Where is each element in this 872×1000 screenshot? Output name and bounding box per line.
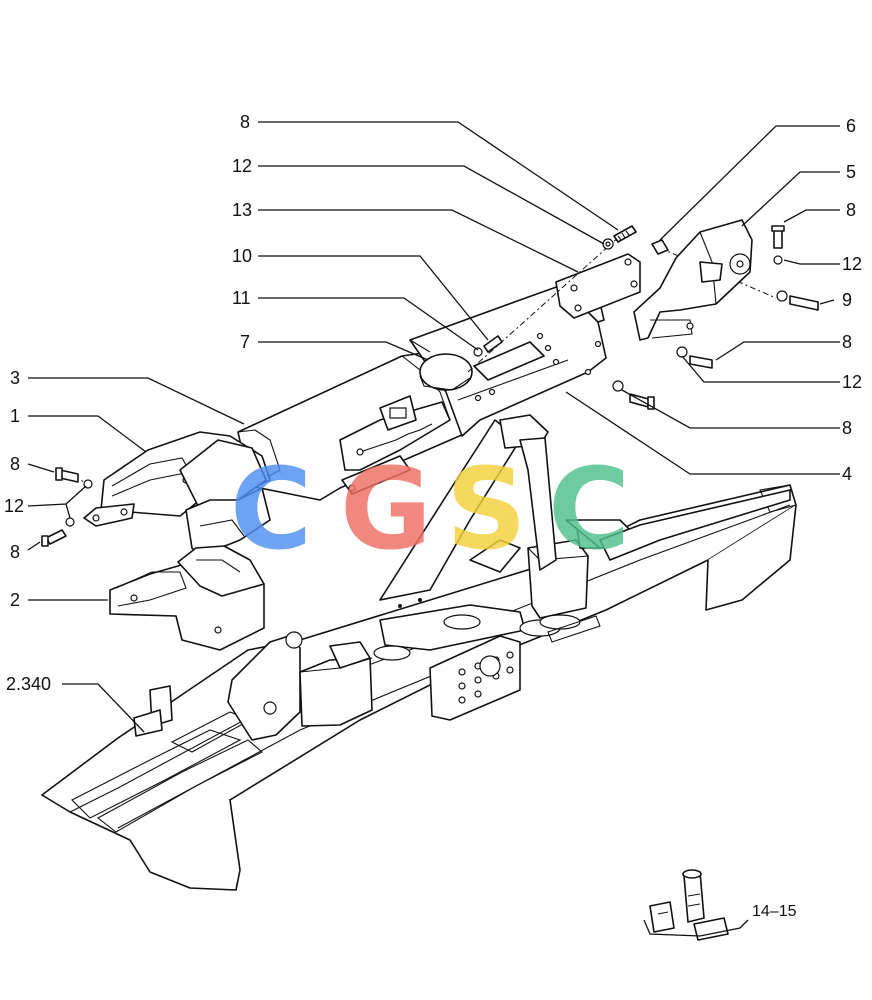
spacer-6 xyxy=(651,239,669,255)
watermark-letter-c2: C xyxy=(548,445,630,575)
round-cover-7 xyxy=(419,353,473,391)
callout-8-right-a: 8 xyxy=(846,200,856,220)
callout-8-left-b: 8 xyxy=(10,542,20,562)
callout-7: 7 xyxy=(240,332,250,352)
callout-8-left-a: 8 xyxy=(10,454,20,474)
callout-2: 2 xyxy=(10,590,20,610)
toolbox-icon xyxy=(643,869,749,941)
callout-11: 11 xyxy=(232,288,251,308)
leader-lines xyxy=(27,121,840,733)
callout-6: 6 xyxy=(846,116,856,136)
column-housing-3 xyxy=(237,351,465,501)
callout-1: 1 xyxy=(10,406,20,426)
watermark-letter-c1: C xyxy=(230,445,312,575)
callout-8-top: 8 xyxy=(240,112,250,132)
callout-labels: 8 12 13 10 11 7 3 1 8 12 8 2 2.340 6 5 8… xyxy=(4,112,862,694)
main-frame-2340 xyxy=(41,414,797,891)
watermark-letter-s: S xyxy=(446,445,527,575)
dash-shroud-5 xyxy=(633,219,753,341)
callout-5: 5 xyxy=(846,162,856,182)
watermark: C G S C xyxy=(230,445,630,575)
callout-12-right-a: 12 xyxy=(842,254,862,274)
callout-10: 10 xyxy=(232,246,252,266)
hardware-bolts xyxy=(41,225,819,547)
page-ref-label: 14–15 xyxy=(752,903,797,920)
callout-4: 4 xyxy=(842,464,852,484)
watermark-letter-g: G xyxy=(340,445,432,575)
callout-13: 13 xyxy=(232,200,252,220)
callout-12-left: 12 xyxy=(4,496,24,516)
callout-3: 3 xyxy=(10,368,20,388)
callout-9: 9 xyxy=(842,290,852,310)
bracket-1 xyxy=(83,431,271,557)
page-reference: 14–15 xyxy=(643,869,797,941)
callout-2340: 2.340 xyxy=(6,674,51,694)
cover-plate-13 xyxy=(555,253,641,319)
callout-12-right-b: 12 xyxy=(842,372,862,392)
bracket-2 xyxy=(109,545,265,651)
callout-8-right-c: 8 xyxy=(842,418,852,438)
callout-12-top: 12 xyxy=(232,156,252,176)
callout-8-right-b: 8 xyxy=(842,332,852,352)
